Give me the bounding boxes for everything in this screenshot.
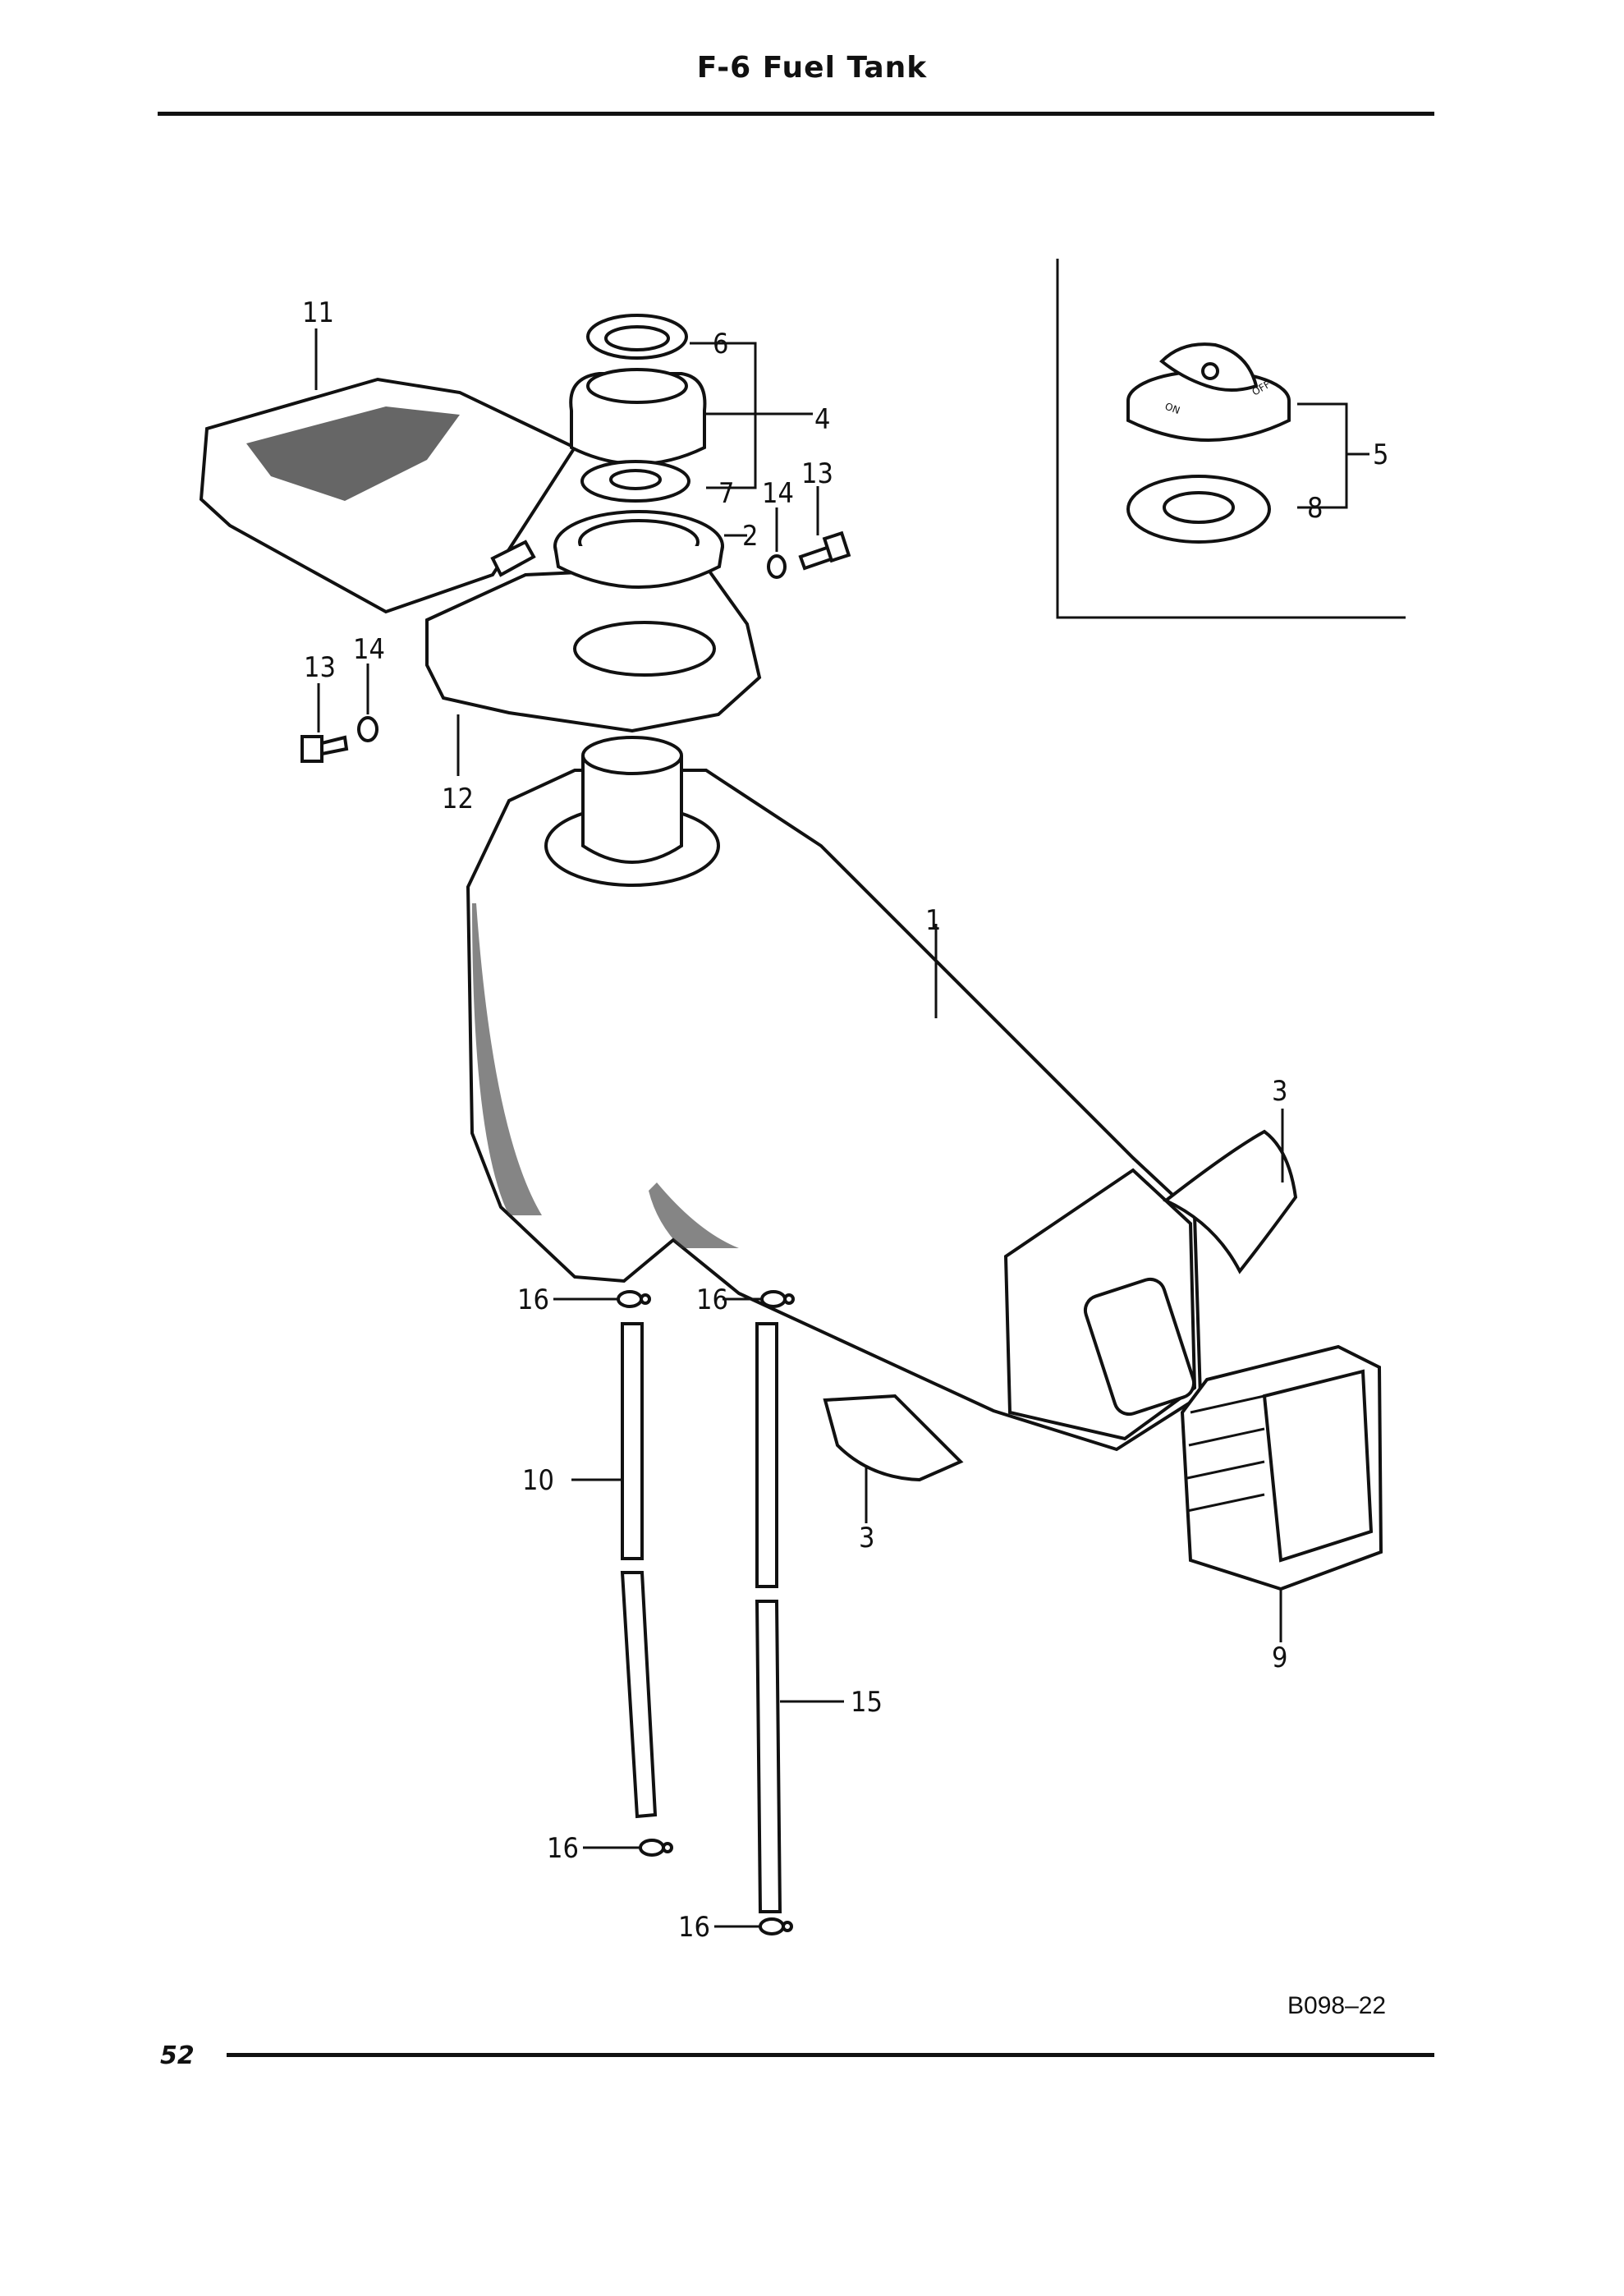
callout-16-a: 16	[517, 1283, 549, 1316]
cushion-part-lower	[823, 1394, 964, 1482]
hose-clip-part-1	[617, 1290, 651, 1308]
fuel-hose-left-part	[620, 1322, 658, 1819]
callout-8: 8	[1307, 492, 1323, 525]
packing-part	[1126, 475, 1271, 544]
leader-13-14-right	[775, 486, 819, 552]
fuel-cock-part: ON OFF	[1126, 342, 1291, 442]
page-number: 52	[160, 2041, 195, 2070]
callout-3-upper: 3	[1272, 1075, 1287, 1108]
tank-cover-part	[199, 377, 577, 614]
callout-14-right: 14	[762, 477, 794, 510]
hose-clip-part-4	[759, 1917, 793, 1936]
cap-packing-part	[580, 460, 690, 503]
callout-1: 1	[925, 904, 941, 937]
callout-3-lower: 3	[859, 1522, 874, 1554]
cap-lock-ring-part	[586, 314, 688, 360]
callout-5: 5	[1373, 439, 1388, 471]
callout-11: 11	[302, 296, 334, 329]
fuel-cap-part	[569, 368, 707, 466]
header-rule	[158, 112, 1434, 116]
leader-6-4-7-2	[690, 342, 813, 537]
drawing-code: B098–22	[1287, 1992, 1387, 2019]
fuel-tank-part	[466, 736, 1203, 1452]
callout-13-right: 13	[801, 457, 833, 490]
washer-part-left	[357, 716, 378, 742]
callout-14-left: 14	[353, 633, 385, 666]
page-title: F-6 Fuel Tank	[696, 51, 928, 85]
callout-16-c: 16	[547, 1832, 579, 1865]
callout-13-left: 13	[304, 651, 336, 684]
inset-frame	[1056, 259, 1406, 619]
callout-2: 2	[742, 520, 758, 553]
hose-clip-part-2	[760, 1290, 795, 1308]
footer-rule	[227, 2053, 1434, 2057]
leader-13-14-left	[317, 664, 369, 732]
callout-12: 12	[442, 783, 474, 815]
leader-5-8	[1297, 402, 1369, 509]
callout-10: 10	[522, 1464, 554, 1497]
screw-part-right	[798, 530, 851, 571]
screw-part-left	[300, 735, 349, 763]
callout-9: 9	[1272, 1642, 1287, 1674]
tank-bracket-part	[425, 564, 762, 733]
fuel-hose-right-part	[755, 1322, 782, 1913]
callout-16-d: 16	[678, 1911, 710, 1944]
washer-part-right	[767, 554, 787, 579]
callout-6: 6	[713, 328, 728, 360]
cushion-part-upper	[1163, 1129, 1298, 1274]
callout-15: 15	[851, 1686, 883, 1719]
leader-16	[553, 1297, 762, 1928]
callout-4: 4	[814, 403, 830, 436]
hose-clip-part-3	[639, 1839, 673, 1857]
callout-16-b: 16	[696, 1283, 728, 1316]
callout-7: 7	[718, 477, 734, 510]
filler-neck-part	[553, 510, 724, 589]
on-marking: ON	[1163, 401, 1181, 416]
rubber-boot-part	[1180, 1344, 1383, 1591]
